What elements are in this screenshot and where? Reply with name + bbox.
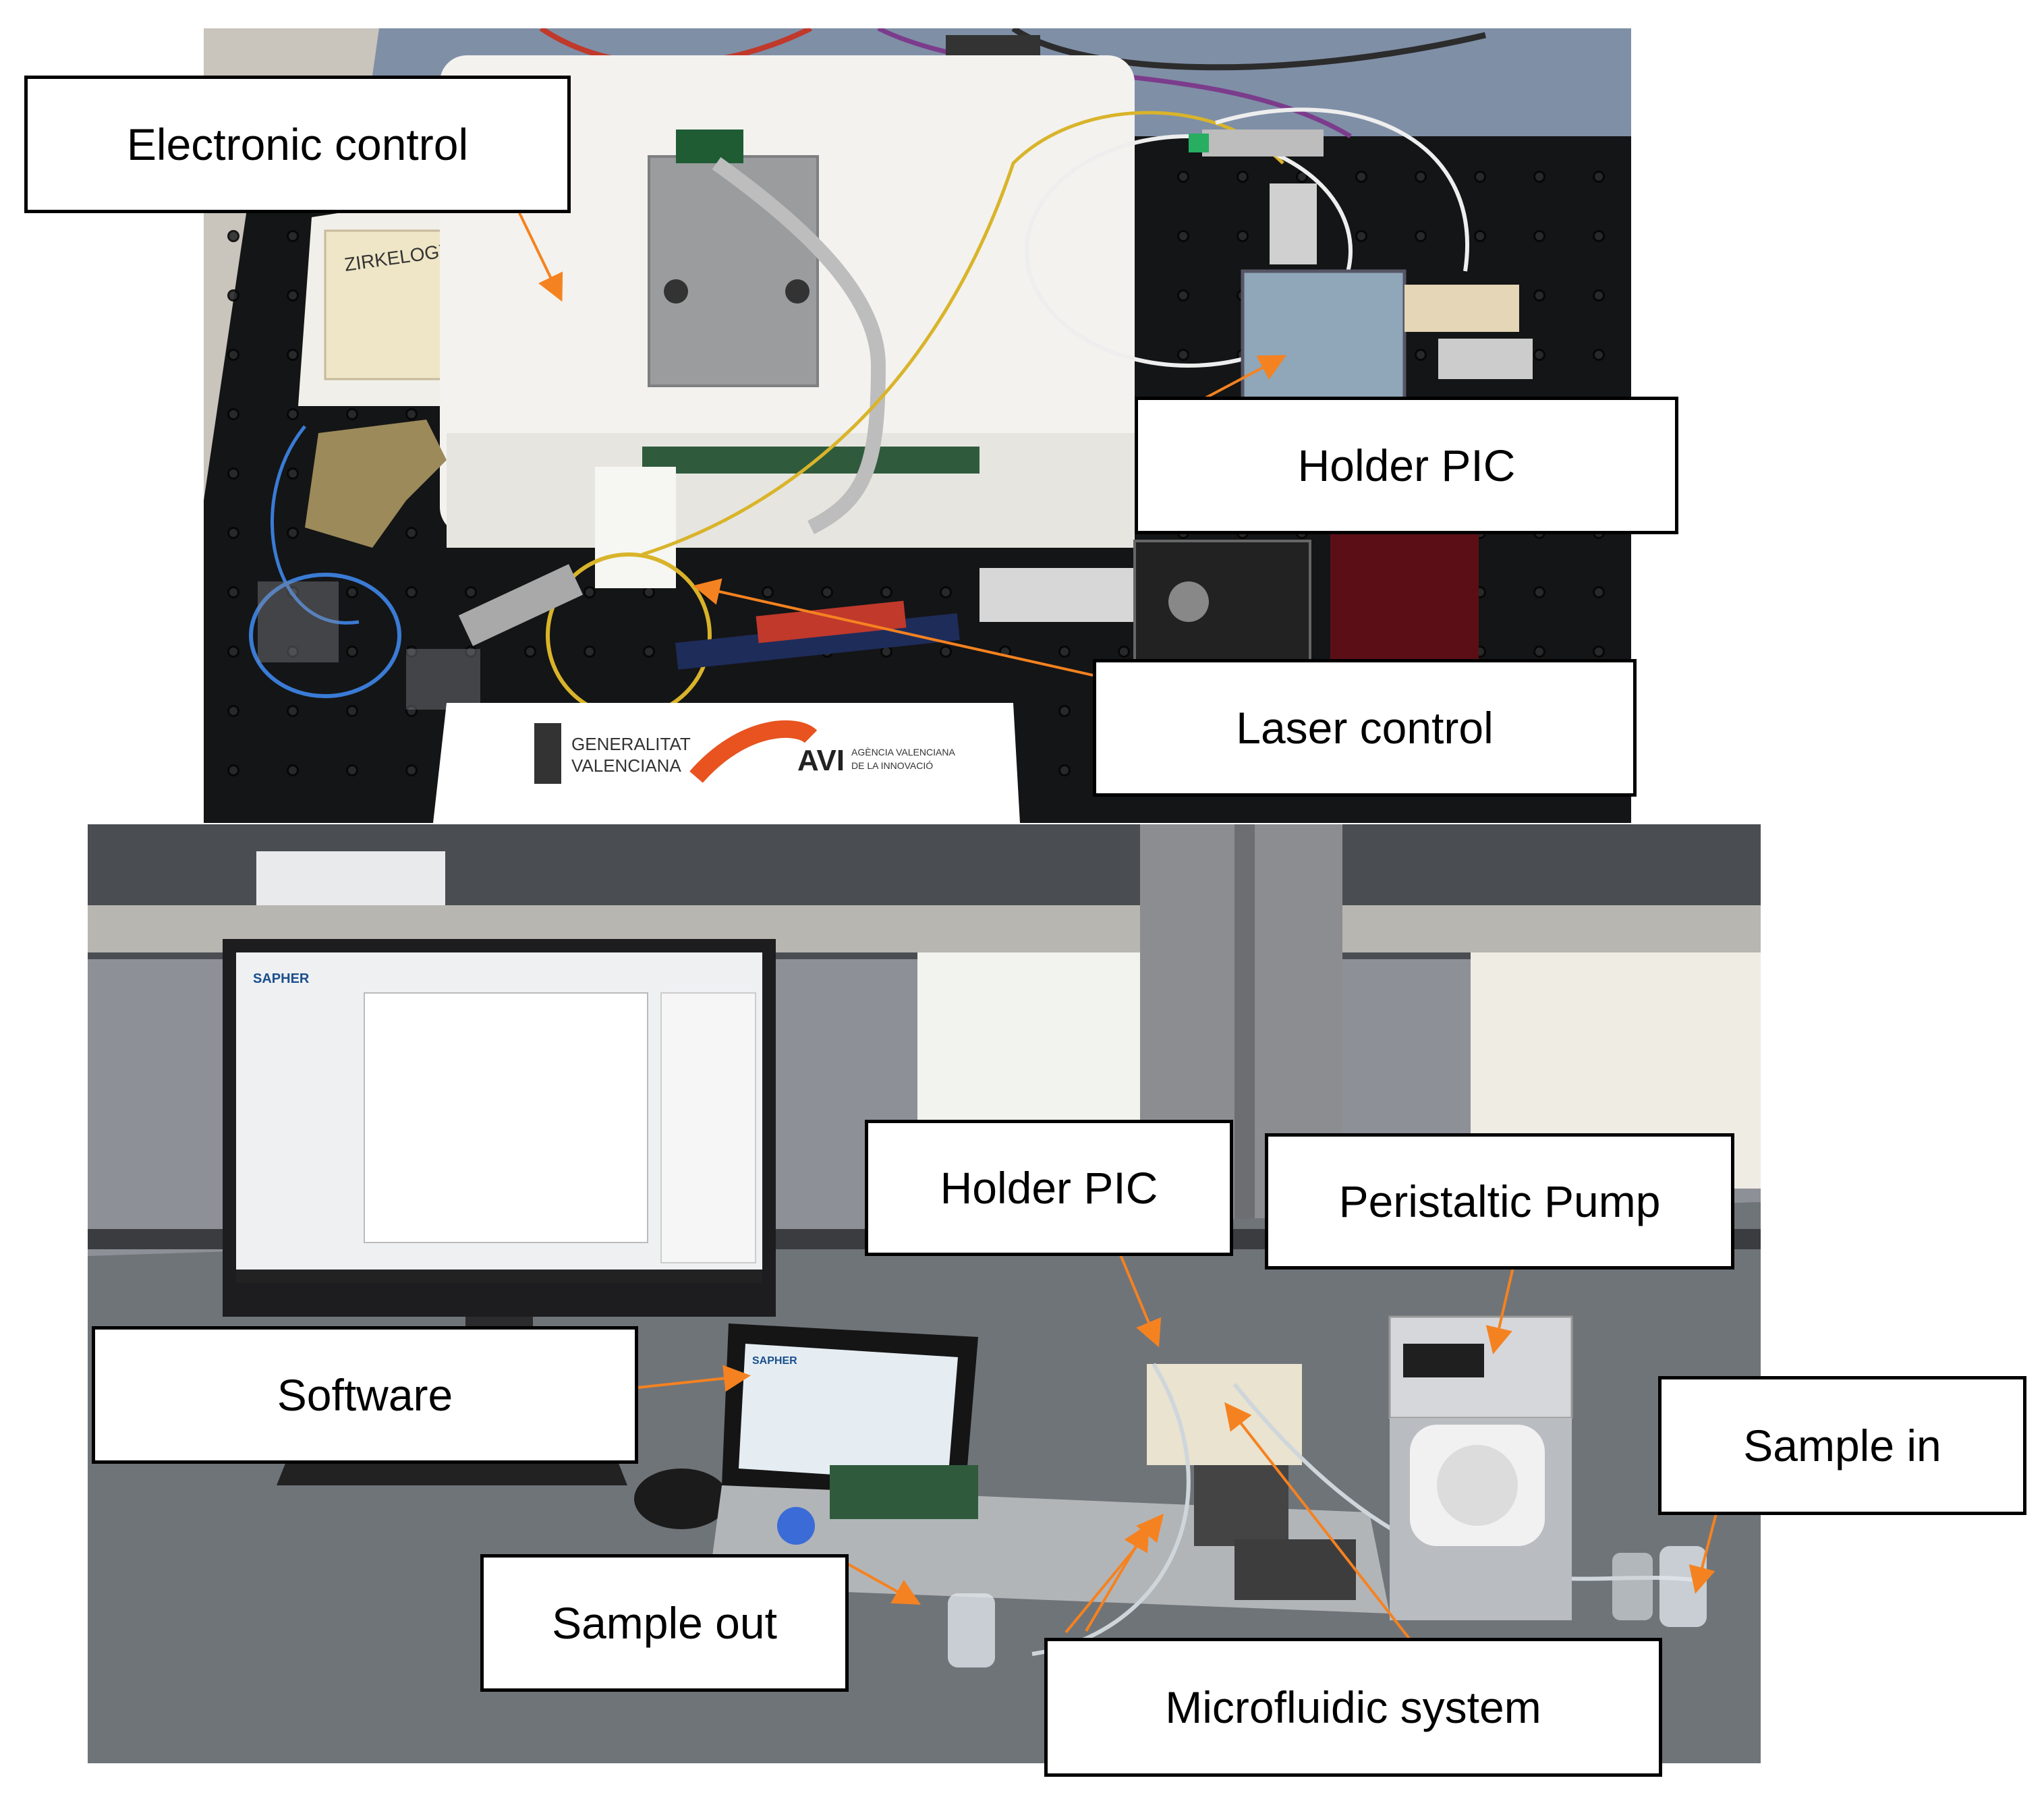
post	[1270, 183, 1317, 264]
label-software: Software	[92, 1326, 638, 1464]
arrow-microfluidic-2	[1064, 1513, 1164, 1634]
tablet-screen	[739, 1344, 958, 1482]
label-holder-pic-bottom: Holder PIC	[865, 1120, 1233, 1256]
logo-avi-sub2: DE LA INNOVACIÓ	[851, 760, 933, 771]
sample-out-vial	[948, 1593, 995, 1667]
sensor-chip	[676, 130, 743, 163]
logo-avi-sub1: AGÈNCIA VALENCIANA	[851, 747, 955, 758]
circuit-board-edge	[642, 447, 980, 474]
label-holder-pic-top: Holder PIC	[1135, 397, 1678, 534]
holder-pic-object	[1241, 269, 1407, 415]
label-electronic-control: Electronic control	[24, 76, 571, 213]
logo-valenciana: VALENCIANA	[571, 755, 681, 776]
metal-plate	[648, 155, 819, 387]
ribbon-cable	[712, 157, 886, 534]
holder-arm	[1404, 285, 1519, 332]
funding-logo-card	[433, 703, 1020, 823]
label-sample-in: Sample in	[1658, 1376, 2026, 1515]
label-peristaltic-pump: Peristaltic Pump	[1265, 1133, 1734, 1270]
label-laser-control: Laser control	[1093, 659, 1637, 797]
arrow-sample-out	[839, 1558, 921, 1605]
logo-avi: AVI	[797, 744, 845, 777]
brass-clamp	[305, 420, 447, 548]
tablet-screen-brand: SAPHER	[752, 1355, 797, 1367]
logo-generalitat: GENERALITAT	[571, 734, 691, 754]
microfluidic-holder	[1147, 1364, 1302, 1465]
desktop-screen-brand: SAPHER	[253, 971, 310, 986]
mouse	[634, 1468, 729, 1529]
fiber-connector	[458, 564, 584, 646]
xyz-stage	[1234, 1539, 1356, 1600]
avi-logo-swoosh	[689, 720, 818, 783]
desktop-screen-plot-area	[364, 992, 648, 1243]
arrow-laser-control	[693, 578, 1151, 689]
arrow-microfluidic-3	[1224, 1402, 1435, 1671]
blue-fiber-coil	[249, 573, 401, 698]
fiber-connector-top	[1202, 130, 1324, 156]
label-sample-out: Sample out	[480, 1554, 849, 1692]
label-microfluidic-system: Microfluidic system	[1044, 1638, 1662, 1777]
red-mount	[1330, 514, 1479, 689]
